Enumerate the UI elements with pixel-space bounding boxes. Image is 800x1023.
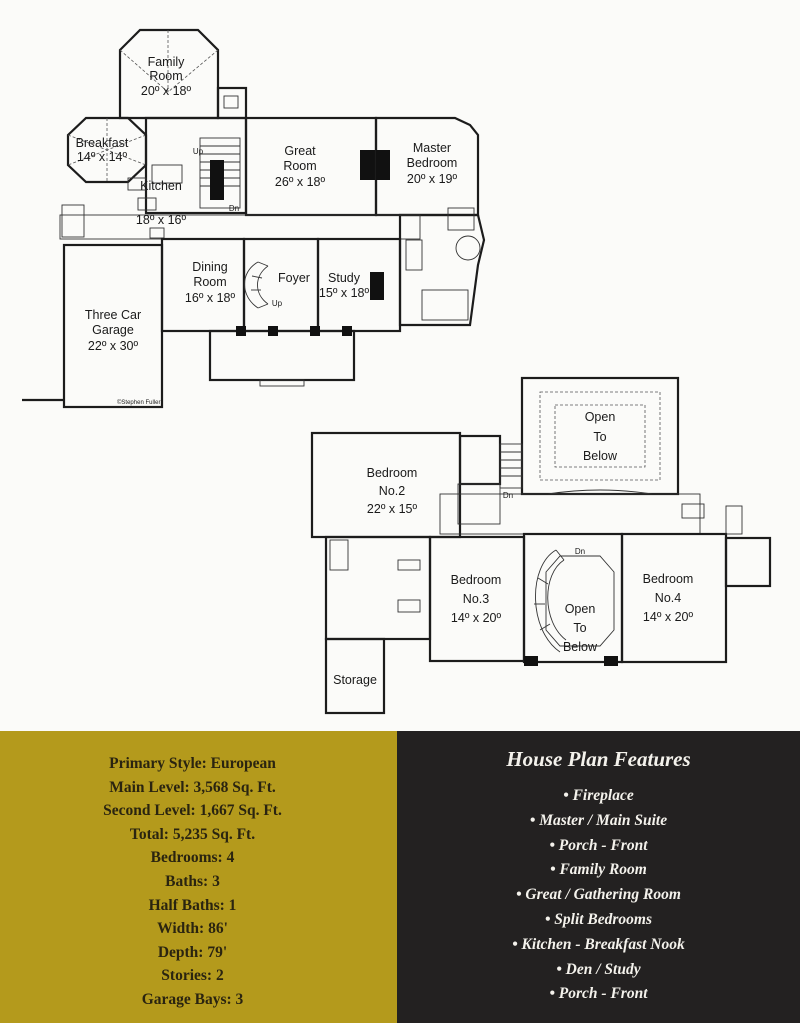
features-panel: House Plan Features • Fireplace • Master… (397, 731, 800, 1023)
great-room-name2: Room (283, 159, 316, 173)
stair-2-down-label: Dn (503, 491, 513, 500)
study-size: 15º x 18º (319, 286, 370, 300)
floor-plans: Family Room 20º x 18º Breakfast 14º x 14… (22, 28, 772, 715)
kitchen-name: Kitchen (140, 179, 182, 193)
open-to-below-1-line2: To (593, 430, 606, 444)
spiral-stair-down-label: Dn (575, 547, 585, 556)
feature-item: • Kitchen - Breakfast Nook (512, 935, 685, 953)
open-to-below-1-line1: Open (585, 410, 616, 424)
feature-item: • Fireplace (563, 787, 634, 804)
feature-item: • Porch - Front (549, 836, 648, 854)
open-to-below-2-line1: Open (565, 602, 596, 616)
stair-down-label: Dn (229, 204, 239, 213)
spec-depth: Depth: 79' (157, 943, 228, 961)
feature-item: • Split Bedrooms (544, 910, 653, 928)
bedroom-3-name: Bedroom (451, 573, 502, 587)
second-level-plan: Open To Below Bedroom No.2 22º x 15º Bed… (310, 376, 772, 715)
spec-total: Total: 5,235 Sq. Ft. (129, 825, 256, 843)
master-bedroom-name: Master (413, 141, 451, 155)
main-level-plan: Family Room 20º x 18º Breakfast 14º x 14… (22, 28, 486, 409)
open-to-below-2-line2: To (573, 621, 586, 635)
master-bedroom-name2: Bedroom (407, 156, 458, 170)
feature-item: • Den / Study (556, 960, 641, 978)
kitchen-size: 18º x 16º (136, 213, 187, 227)
spec-half-baths: Half Baths: 1 (148, 896, 237, 914)
spec-stories: Stories: 2 (161, 967, 224, 985)
dining-room-size: 16º x 18º (185, 291, 236, 305)
garage-name2: Garage (92, 323, 134, 337)
dining-room-name2: Room (193, 275, 226, 289)
spec-second-level: Second Level: 1,667 Sq. Ft. (103, 802, 282, 820)
bedroom-2-name: Bedroom (367, 466, 418, 480)
feature-item: • Porch - Front (549, 985, 648, 1003)
bedroom-3-size: 14º x 20º (451, 611, 502, 625)
stair-up-label: Up (193, 147, 204, 156)
garage-name: Three Car (85, 308, 141, 322)
bedroom-2-size: 22º x 15º (367, 502, 418, 516)
family-room-name: Family (148, 55, 186, 69)
breakfast-name: Breakfast (76, 136, 129, 150)
open-to-below-2-line3: Below (563, 640, 598, 654)
foyer-stair-up-label: Up (272, 299, 283, 308)
bedroom-4-name: Bedroom (643, 572, 694, 586)
storage-name: Storage (333, 673, 377, 687)
great-room-size: 26º x 18º (275, 175, 326, 189)
bedroom-3-name2: No.3 (463, 592, 489, 606)
master-bedroom-size: 20º x 19º (407, 172, 458, 186)
specs-list: Primary Style: European Main Level: 3,56… (0, 752, 385, 1012)
plan-credit: ©Stephen Fuller (117, 399, 160, 406)
garage-size: 22º x 30º (88, 339, 139, 353)
spec-bedrooms: Bedrooms: 4 (150, 849, 235, 867)
spec-baths: Baths: 3 (165, 872, 220, 890)
spec-main-level: Main Level: 3,568 Sq. Ft. (109, 778, 276, 796)
foyer-name: Foyer (278, 271, 310, 285)
family-room-name2: Room (149, 69, 182, 83)
spec-garage-bays: Garage Bays: 3 (141, 990, 244, 1008)
spec-width: Width: 86' (157, 920, 228, 938)
breakfast-size: 14º x 14º (77, 150, 128, 164)
features-list: • Fireplace • Master / Main Suite • Porc… (397, 784, 800, 1007)
family-room-size: 20º x 18º (141, 84, 192, 98)
specs-panel: Primary Style: European Main Level: 3,56… (0, 731, 397, 1023)
bedroom-4-name2: No.4 (655, 591, 681, 605)
open-to-below-1-line3: Below (583, 449, 618, 463)
dining-room-name: Dining (192, 260, 227, 274)
features-title: House Plan Features (506, 747, 691, 771)
feature-item: • Family Room (550, 861, 647, 879)
bedroom-4-size: 14º x 20º (643, 610, 694, 624)
great-room-name: Great (284, 144, 316, 158)
feature-item: • Master / Main Suite (529, 811, 668, 829)
spec-primary-style: Primary Style: European (109, 755, 276, 772)
feature-item: • Great / Gathering Room (516, 886, 681, 904)
plan-info-section: Primary Style: European Main Level: 3,56… (0, 731, 800, 1023)
bedroom-2-name2: No.2 (379, 484, 405, 498)
study-name: Study (328, 271, 361, 285)
